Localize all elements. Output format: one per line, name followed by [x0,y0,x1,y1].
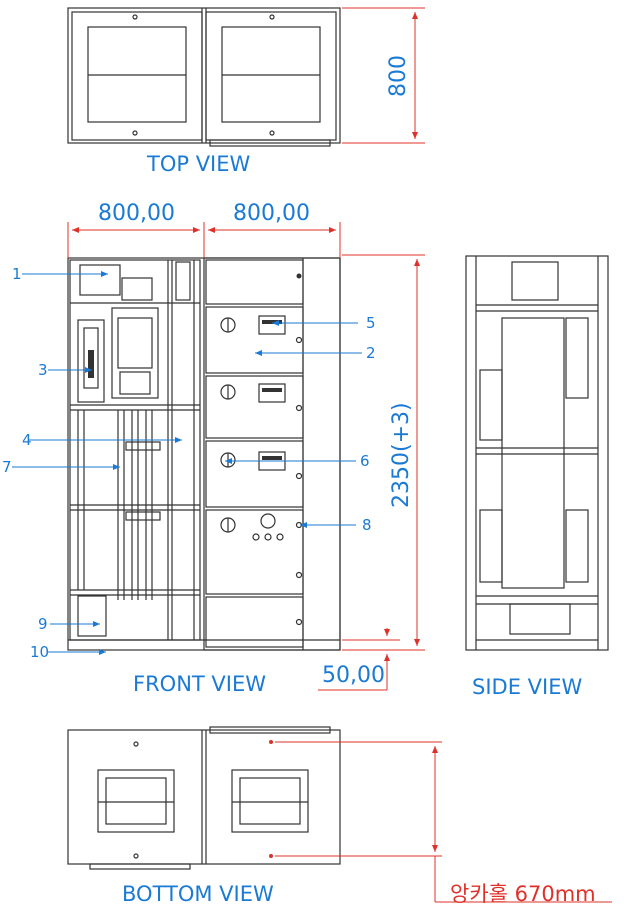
front-height-dimension [318,254,425,691]
depth-dimension-label: 800 [386,55,411,97]
callout-9: 9 [38,615,48,633]
front-width-dimension [67,222,341,258]
callout-6: 6 [360,452,370,470]
callout-3: 3 [38,361,48,379]
top-view-title: TOP VIEW [147,152,251,176]
callout-4: 4 [22,431,32,449]
callout-leaders [12,271,362,655]
callout-10: 10 [30,643,50,661]
height-dimension-label: 2350(+3) [389,402,414,508]
callout-8: 8 [362,516,372,534]
width-right-dimension-label: 800,00 [233,201,310,226]
top-view-drawing [67,7,341,147]
base-dimension-label: 50,00 [322,663,385,688]
bottom-view-title: BOTTOM VIEW [122,882,274,906]
bottom-anchor-holes [269,740,273,858]
side-view-title: SIDE VIEW [472,675,583,699]
bottom-anchor-dimension [275,741,612,903]
callout-5: 5 [366,314,376,332]
front-view-title: FRONT VIEW [133,672,267,696]
front-view-fills [88,273,302,460]
bottom-view-drawing [67,726,341,870]
callout-7: 7 [2,458,12,476]
callout-2: 2 [366,344,376,362]
width-left-dimension-label: 800,00 [98,201,175,226]
top-depth-dimension [342,7,425,144]
callout-1: 1 [12,265,22,283]
front-view-drawing [67,257,341,651]
anchor-hole-label: 앙카홀 670mm [450,882,596,906]
side-view-drawing [465,255,609,651]
